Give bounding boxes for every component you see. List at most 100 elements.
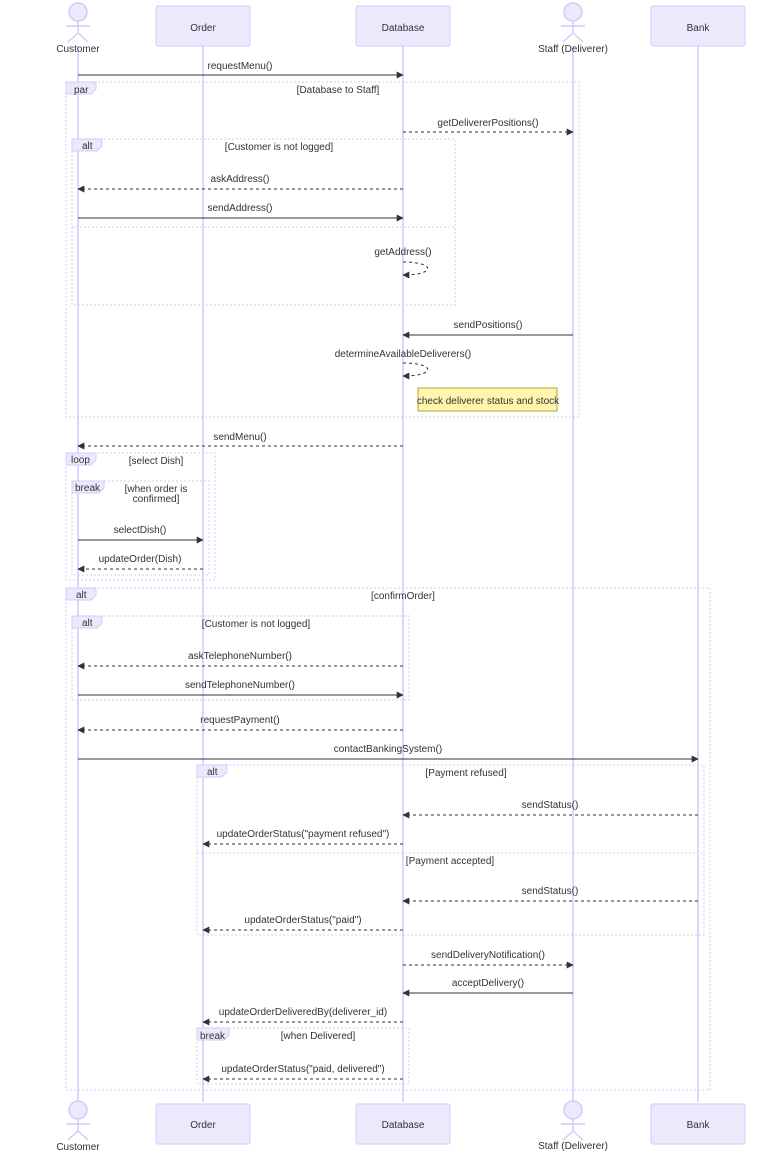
participant-bank: Bank [650,5,746,47]
frame-condition: [Payment refused] [425,768,506,779]
participant-database: Database [355,1103,451,1145]
participant-order: Order [155,1103,251,1145]
message-label: updateOrderStatus("payment refused") [217,829,390,840]
message-label: updateOrderDeliveredBy(deliverer_id) [219,1007,387,1018]
lifelines [77,46,699,1102]
frame-condition: [Customer is not logged] [202,619,311,630]
frame-keyword: loop [71,455,90,466]
frame-condition: [when order is [125,484,188,495]
message-label: updateOrderStatus("paid, delivered") [221,1064,384,1075]
frame-condition: [Customer is not logged] [225,142,334,153]
message-label: getDelivererPositions() [437,118,538,129]
frame-alt: alt [Customer is not logged] [71,138,456,306]
message-label: getAddress() [374,247,431,258]
frame-alt: alt [confirmOrder] [65,587,711,1091]
frame-keyword: break [200,1031,226,1042]
message-label: selectDish() [114,525,167,536]
message-label: requestPayment() [200,715,279,726]
frame-keyword: par [74,85,89,96]
frame-keyword: alt [82,618,93,629]
message-label: sendStatus() [522,886,579,897]
participant-bank: Bank [650,1103,746,1145]
participant-label: Customer [56,1142,100,1153]
message-label: updateOrderStatus("paid") [244,915,361,926]
message: updateOrder(Dish) [77,554,203,573]
participant-label: Database [382,1120,425,1131]
frame-condition: [Payment accepted] [406,856,495,867]
frame-par: par [Database to Staff] [65,81,580,418]
message-label: sendPositions() [454,320,523,331]
frames: par [Database to Staff] alt [Customer is… [65,81,711,1091]
frame-condition: confirmed] [133,494,180,505]
message-label: determineAvailableDeliverers() [335,349,472,360]
message-label: sendDeliveryNotification() [431,950,545,961]
message-label: sendMenu() [213,432,266,443]
frame-keyword: alt [82,141,93,152]
stick-figure-icon [66,1100,90,1141]
message-arrow [402,261,428,279]
actor-staff: Staff (Deliverer) [538,2,608,55]
participant-label: Order [190,1120,216,1131]
message: sendStatus() [402,886,698,905]
message-arrow [402,362,428,380]
frame-alt: alt [Customer is not logged] [71,615,410,701]
note-text: check deliverer status and stock [417,396,560,407]
message: updateOrderStatus("paid") [202,915,403,934]
frame-condition: [confirmOrder] [371,591,435,602]
participants-top: Customer Order Database Staff (Deliverer… [56,2,746,55]
message: sendMenu() [77,432,403,450]
message: updateOrderStatus("paid, delivered") [202,1064,403,1083]
message-label: sendStatus() [522,800,579,811]
frame-condition: [select Dish] [129,456,184,467]
frame-alt: alt [Payment refused] [Payment accepted] [196,764,705,936]
stick-figure-icon [561,1100,585,1141]
message-label: acceptDelivery() [452,978,524,989]
participant-label: Bank [687,23,711,34]
message: askAddress() [77,174,403,193]
message-label: requestMenu() [207,61,272,72]
message: requestMenu() [78,61,404,79]
stick-figure-icon [66,2,90,43]
frame-keyword: alt [76,590,87,601]
actor-staff: Staff (Deliverer) [538,1100,608,1152]
messages: requestMenu() getDelivererPositions() as… [77,61,699,1083]
actor-customer: Customer [56,2,100,55]
message: sendPositions() [402,320,573,339]
participant-label: Staff (Deliverer) [538,1141,608,1152]
message: contactBankingSystem() [78,744,699,763]
frame-loop: loop [select Dish] [65,452,216,581]
actor-customer: Customer [56,1100,100,1153]
frame-break: break [when order is confirmed] [71,480,210,576]
participant-label: Staff (Deliverer) [538,44,608,55]
message: selectDish() [78,525,204,544]
participants-bottom: Customer Order Database Staff (Deliverer… [56,1100,746,1153]
stick-figure-icon [561,2,585,43]
participant-label: Bank [687,1120,711,1131]
message: sendTelephoneNumber() [78,680,404,699]
message-label: askAddress() [211,174,270,185]
frame-break: break [when Delivered] [196,1027,410,1085]
message: updateOrderStatus("payment refused") [202,829,403,848]
frame-condition: [when Delivered] [281,1031,356,1042]
message-self: getAddress() [374,247,432,279]
message: sendAddress() [78,203,404,222]
message-label: askTelephoneNumber() [188,651,292,662]
frame-condition: [Database to Staff] [297,85,380,96]
message-label: contactBankingSystem() [334,744,442,755]
note: check deliverer status and stock [417,387,560,412]
participant-label: Order [190,23,216,34]
message: requestPayment() [77,715,403,734]
participant-label: Database [382,23,425,34]
message-label: updateOrder(Dish) [99,554,182,565]
message: updateOrderDeliveredBy(deliverer_id) [202,1007,403,1026]
message-label: sendTelephoneNumber() [185,680,295,691]
message: acceptDelivery() [402,978,573,997]
message: sendStatus() [402,800,698,819]
message: getDelivererPositions() [403,118,574,136]
frame-keyword: alt [207,767,218,778]
message: sendDeliveryNotification() [403,950,574,969]
participant-database: Database [355,5,451,47]
message-label: sendAddress() [207,203,272,214]
participant-order: Order [155,5,251,47]
